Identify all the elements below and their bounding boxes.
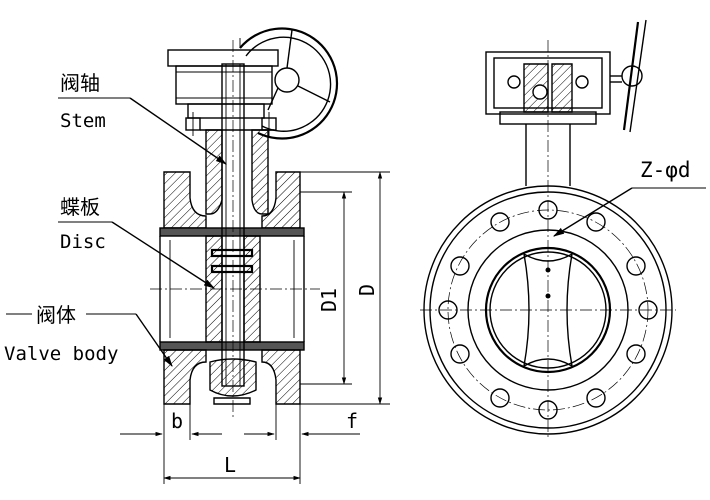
disc-label-cn: 蝶板 [60,195,100,219]
neck-section [200,129,274,215]
gearbox-side [167,27,339,140]
section-view [6,27,390,484]
bolt-holes [438,200,658,420]
body-lower-section [159,341,305,405]
dim-D: D [355,284,379,296]
leaders [6,97,227,367]
dim-b: b [171,409,183,433]
disc-label-en: Disc [60,231,106,253]
stem-section [221,40,245,420]
stem-label-en: Stem [60,110,106,132]
body-label-en: Valve body [4,343,118,365]
dimensions-left [120,171,390,484]
front-view [420,19,706,440]
body-label-cn: 阀体 [36,303,76,327]
dim-holes: Z-φd [640,158,691,182]
gearbox-front [485,19,647,133]
dim-D1: D1 [317,288,341,312]
body-upper-section [159,171,305,237]
stem-label-cn: 阀轴 [60,71,100,95]
dim-f: f [346,409,358,433]
dim-L: L [224,453,236,477]
